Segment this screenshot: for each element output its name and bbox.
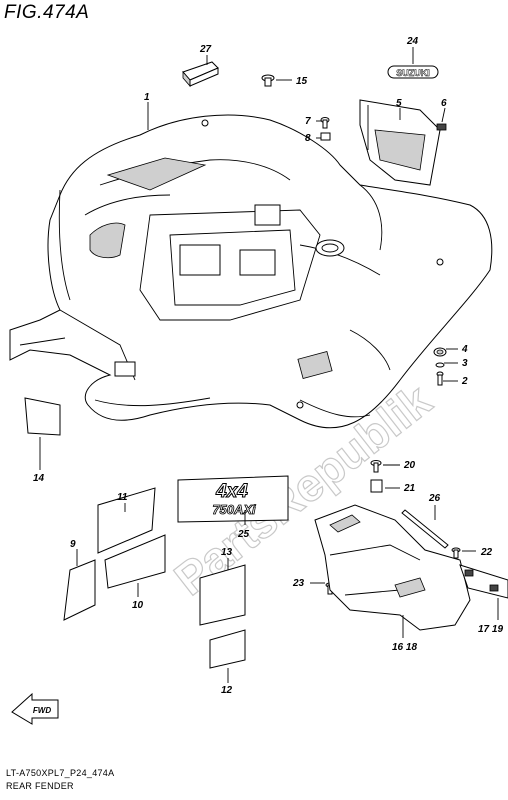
suzuki-emblem-text: SUZUKI — [396, 68, 430, 78]
part-12-decal — [209, 629, 246, 669]
callout-5: 5 — [396, 98, 402, 109]
callout-6: 6 — [441, 98, 447, 109]
part-13-decal — [199, 564, 246, 626]
callout-1: 1 — [144, 92, 150, 103]
callout-17-19: 17 19 — [478, 624, 503, 635]
callout-22: 22 — [480, 547, 493, 558]
callout-7: 7 — [305, 116, 311, 127]
part-7-screw — [320, 117, 330, 129]
part-2-bolt — [436, 371, 444, 386]
callout-12: 12 — [221, 685, 233, 696]
callout-14: 14 — [33, 473, 45, 484]
part-6-clip — [436, 123, 447, 131]
part-5-bracket — [359, 99, 441, 186]
part-22-rivet — [451, 547, 461, 559]
part-21-nut — [370, 479, 383, 493]
model-code: LT-A750XPL7_P24_474A — [6, 768, 115, 778]
callout-2: 2 — [461, 376, 468, 387]
callout-20: 20 — [403, 460, 416, 471]
part-15-rivet — [261, 74, 292, 87]
part-20-screw — [370, 460, 382, 473]
four-by-four-emblem: 4x4 750AXi — [177, 475, 289, 523]
front-direction-arrow: FWD — [11, 692, 59, 725]
front-direction-arrow-label: FWD — [33, 706, 51, 715]
callout-8: 8 — [305, 133, 311, 144]
figure-title: FIG.474A — [4, 2, 90, 23]
callout-numbers: 1 2 3 4 5 6 7 8 9 10 11 12 13 14 15 16 1… — [33, 36, 503, 696]
callout-10: 10 — [132, 600, 144, 611]
callout-16-18: 16 18 — [392, 642, 417, 653]
callout-27: 27 — [199, 44, 212, 55]
rear-fender-body — [9, 114, 493, 429]
callout-15: 15 — [296, 76, 308, 87]
callout-11: 11 — [117, 492, 128, 503]
callout-21: 21 — [403, 483, 416, 494]
part-17-19-bracket — [459, 564, 508, 599]
part-26-rod — [401, 509, 449, 549]
part-10-decal — [104, 534, 166, 589]
callout-25: 25 — [237, 529, 250, 540]
callout-13: 13 — [221, 547, 233, 558]
part-9-decal — [63, 559, 96, 621]
part-4-grommet — [433, 347, 447, 357]
callout-24: 24 — [406, 36, 419, 47]
callout-9: 9 — [70, 539, 76, 550]
part-8-nut — [320, 132, 331, 141]
callout-26: 26 — [428, 493, 441, 504]
callout-23: 23 — [292, 578, 305, 589]
leader-lines — [39, 47, 499, 683]
section-name: REAR FENDER — [6, 781, 74, 791]
four-by-four-emblem-line1: 4x4 — [215, 481, 248, 502]
part-11-decal — [97, 487, 156, 554]
suzuki-emblem: SUZUKI — [387, 65, 439, 79]
part-14-label — [24, 397, 61, 436]
part-27-block — [182, 61, 219, 88]
part-3-washer — [435, 362, 445, 368]
callout-3: 3 — [462, 358, 468, 369]
four-by-four-emblem-line2: 750AXi — [212, 502, 256, 517]
callout-4: 4 — [461, 344, 468, 355]
part-16-18-mud-flap — [314, 504, 471, 631]
